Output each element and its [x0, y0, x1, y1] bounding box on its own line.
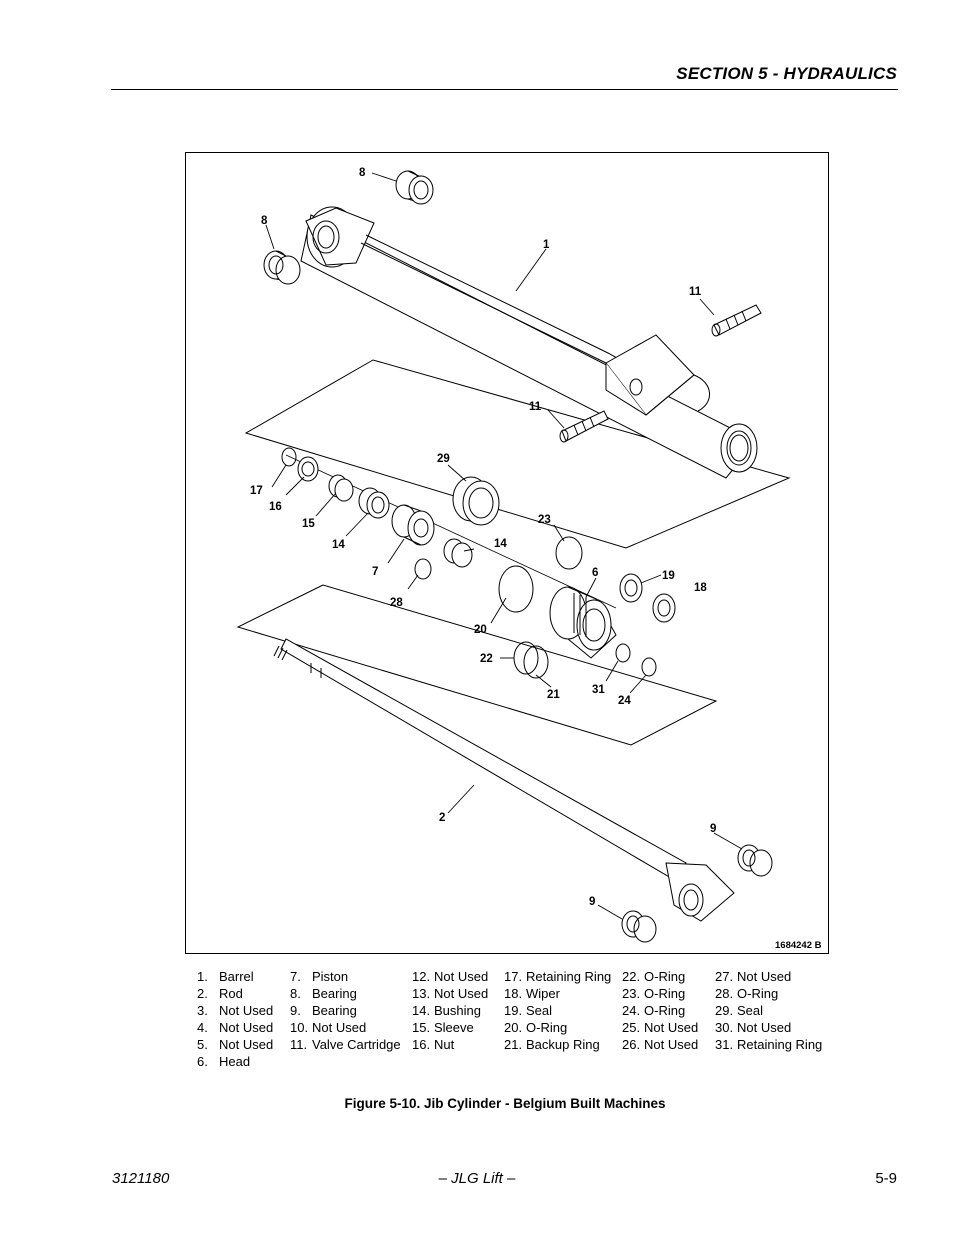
legend-item: 25.Not Used — [622, 1020, 699, 1035]
legend-item: 12.Not Used — [412, 969, 489, 984]
callout-2: 2 — [439, 812, 445, 824]
section-title: SECTION 5 - HYDRAULICS — [676, 64, 897, 83]
callout-7: 7 — [372, 566, 378, 578]
callout-8-upper: 8 — [359, 167, 366, 179]
legend-column-5: 22.O-Ring 23.O-Ring 24.O-Ring 25.Not Use… — [622, 968, 698, 1053]
callout-11-upper: 11 — [689, 286, 702, 298]
valve-block — [605, 334, 710, 416]
callout-9-upper: 9 — [710, 823, 716, 835]
legend-item: 20.O-Ring — [504, 1020, 568, 1035]
sleeve-15 — [328, 474, 354, 502]
legend-item: 26.Not Used — [622, 1037, 699, 1052]
bearing-8-upper — [395, 170, 434, 205]
drawing-id: 1684242 B — [775, 940, 822, 951]
seal-19 — [619, 573, 643, 603]
callout-11-lower: 11 — [529, 401, 542, 413]
legend-item: 14.Bushing — [412, 1003, 481, 1018]
legend-item: 24.O-Ring — [622, 1003, 686, 1018]
valve-cartridge-lower — [559, 410, 609, 443]
callout-21: 21 — [547, 689, 560, 701]
legend-item: 2.Rod — [197, 986, 243, 1001]
retaining-ring-17 — [281, 447, 297, 467]
legend-item: 9.Bearing — [290, 1003, 357, 1018]
legend-item: 4.Not Used — [197, 1020, 274, 1035]
callout-20: 20 — [474, 624, 487, 636]
exploded-view-figure: 8 8 1 11 11 29 17 16 15 14 7 14 28 23 6 … — [185, 152, 829, 954]
legend-column-6: 27.Not Used 28.O-Ring 29.Seal 30.Not Use… — [715, 968, 822, 1053]
valve-cartridge-upper — [711, 304, 762, 337]
figure-caption: Figure 5-10. Jib Cylinder - Belgium Buil… — [344, 1096, 666, 1111]
legend-column-4: 17.Retaining Ring 18.Wiper 19.Seal 20.O-… — [504, 968, 611, 1053]
nut-16 — [297, 456, 319, 482]
legend-item: 30.Not Used — [715, 1020, 792, 1035]
legend-item: 17.Retaining Ring — [504, 969, 612, 984]
legend-item: 31.Retaining Ring — [715, 1037, 823, 1052]
callout-16: 16 — [269, 501, 282, 513]
legend-item: 3.Not Used — [197, 1003, 274, 1018]
legend-item: 1.Barrel — [197, 969, 254, 984]
callout-17: 17 — [250, 485, 263, 497]
legend-item: 18.Wiper — [504, 986, 560, 1001]
bushing-14-left — [358, 487, 390, 519]
legend-item: 8.Bearing — [290, 986, 357, 1001]
backup-ring-21 — [523, 645, 549, 679]
legend-item: 13.Not Used — [412, 986, 489, 1001]
seal-29 — [452, 476, 500, 526]
header-rule — [111, 89, 898, 90]
legend-item: 23.O-Ring — [622, 986, 686, 1001]
legend-column-2: 7.Piston 8.Bearing 9.Bearing 10.Not Used… — [290, 968, 401, 1053]
callout-8-lower: 8 — [261, 215, 268, 227]
legend-item: 28.O-Ring — [715, 986, 779, 1001]
legend-item: 27.Not Used — [715, 969, 792, 984]
legend-item: 5.Not Used — [197, 1037, 274, 1052]
barrel — [300, 206, 758, 479]
callout-31: 31 — [592, 684, 605, 696]
document-number: 3121180 — [112, 1170, 170, 1187]
legend-item: 10.Not Used — [290, 1020, 367, 1035]
bearing-9-upper — [737, 844, 773, 877]
retaining-ring-31 — [615, 643, 631, 663]
legend-item: 29.Seal — [715, 1003, 764, 1018]
lower-assembly-plane — [236, 584, 718, 746]
jib-cylinder-drawing: 8 8 1 11 11 29 17 16 15 14 7 14 28 23 6 … — [236, 167, 822, 951]
legend-item: 21.Backup Ring — [504, 1037, 600, 1052]
legend-item: 22.O-Ring — [622, 969, 686, 984]
head-6 — [549, 586, 617, 659]
o-ring-23 — [555, 536, 583, 570]
bearing-8-lower — [263, 250, 301, 285]
footer-brand: – JLG Lift – — [438, 1170, 516, 1187]
legend-item: 11.Valve Cartridge — [290, 1037, 401, 1052]
callout-24: 24 — [618, 695, 631, 707]
callout-9-lower: 9 — [589, 896, 595, 908]
legend-item: 6.Head — [197, 1054, 251, 1069]
legend-item: 7.Piston — [290, 969, 349, 984]
o-ring-22 — [513, 641, 539, 675]
callout-15: 15 — [302, 518, 315, 530]
leader-lines — [265, 172, 743, 920]
wiper-18 — [652, 593, 676, 623]
callout-14-left: 14 — [332, 539, 345, 551]
callout-1: 1 — [543, 239, 550, 251]
callout-29: 29 — [437, 453, 450, 465]
o-ring-28 — [414, 558, 432, 580]
callout-23: 23 — [538, 514, 551, 526]
callout-19: 19 — [662, 570, 675, 582]
bushing-14-right — [443, 538, 473, 568]
legend-item: 19.Seal — [504, 1003, 553, 1018]
callout-14-right: 14 — [494, 538, 507, 550]
callout-28: 28 — [390, 597, 403, 609]
bearing-9-lower — [621, 910, 657, 943]
legend-column-1: 1.Barrel 2.Rod 3.Not Used 4.Not Used 5.N… — [197, 968, 273, 1070]
piston-7 — [391, 504, 435, 546]
callout-22: 22 — [480, 653, 493, 665]
legend-column-3: 12.Not Used 13.Not Used 14.Bushing 15.Sl… — [412, 968, 488, 1053]
o-ring-20 — [498, 565, 534, 613]
legend-item: 16.Nut — [412, 1037, 455, 1052]
o-ring-24 — [641, 657, 657, 677]
callout-18: 18 — [694, 582, 707, 594]
callout-6: 6 — [592, 567, 598, 579]
page-number: 5-9 — [875, 1170, 897, 1187]
legend-item: 15.Sleeve — [412, 1020, 474, 1035]
rod — [273, 638, 735, 922]
